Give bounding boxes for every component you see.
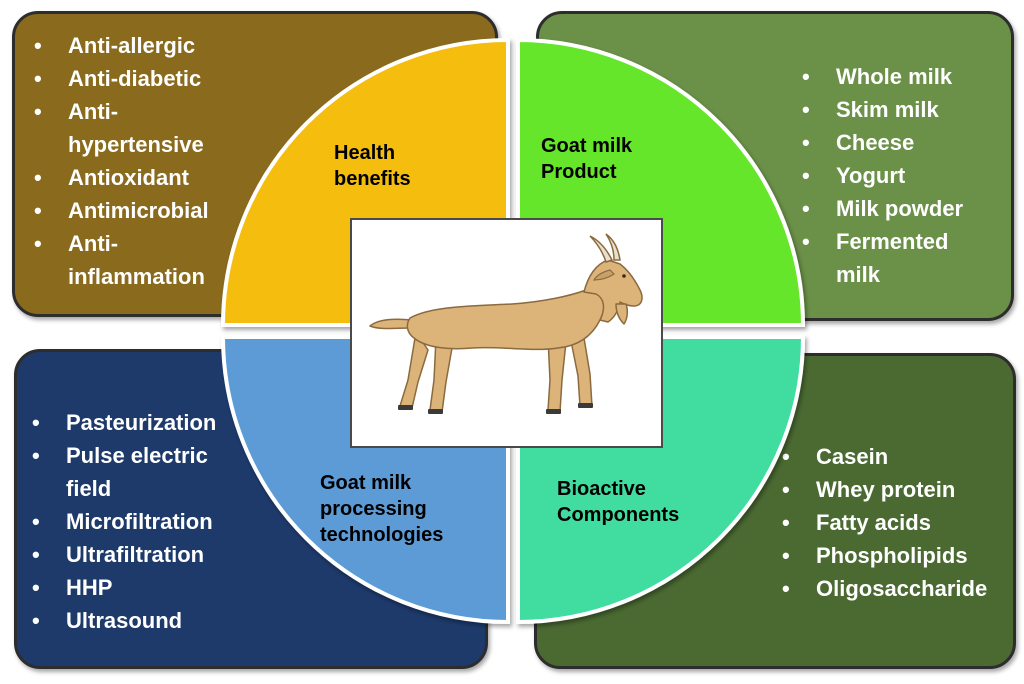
list-item: Anti-allergic [32,29,262,62]
bioactive-components-label: Bioactive Components [557,478,680,526]
goat-milk-product-label: Goat milk Product [541,135,633,183]
list-item-text: Pulse electric field [66,443,208,501]
list-item: Cheese [800,126,1010,159]
list-item: Anti-diabetic [32,62,262,95]
list-item: Anti-inflammation [32,227,262,293]
list-item-text: Fermented milk [836,229,949,287]
list-item: Pulse electric field [30,439,260,505]
list-item: Antimicrobial [32,194,262,227]
list-item: Skim milk [800,93,1010,126]
list-item: Microfiltration [30,505,260,538]
list-item: Fermented milk [800,225,1010,291]
bioactive-components-list: Casein Whey protein Fatty acids Phosphol… [780,440,1016,605]
processing-technologies-list: Pasteurization Pulse electric field Micr… [30,406,260,637]
list-item-text: Anti-hypertensive [68,99,204,157]
list-item-text: Anti-inflammation [68,231,205,289]
goat-image-frame [350,218,663,448]
list-item: HHP [30,571,260,604]
health-benefits-list: Anti-allergic Anti-diabetic Anti-hyperte… [32,29,262,293]
list-item: Ultrafiltration [30,538,260,571]
list-item: Pasteurization [30,406,260,439]
list-item: Phospholipids [780,539,1016,572]
list-item: Casein [780,440,1016,473]
processing-technologies-label: Goat milk processing technologies [320,472,444,546]
list-item: Antioxidant [32,161,262,194]
list-item: Anti-hypertensive [32,95,262,161]
list-item: Whey protein [780,473,1016,506]
list-item: Milk powder [800,192,1010,225]
list-item: Oligosaccharide [780,572,1016,605]
goat-illustration-icon [369,233,643,414]
list-item: Fatty acids [780,506,1016,539]
goat-milk-product-list: Whole milk Skim milk Cheese Yogurt Milk … [800,60,1010,291]
list-item: Whole milk [800,60,1010,93]
list-item: Ultrasound [30,604,260,637]
list-item: Yogurt [800,159,1010,192]
health-benefits-label: Health benefits [334,142,411,190]
